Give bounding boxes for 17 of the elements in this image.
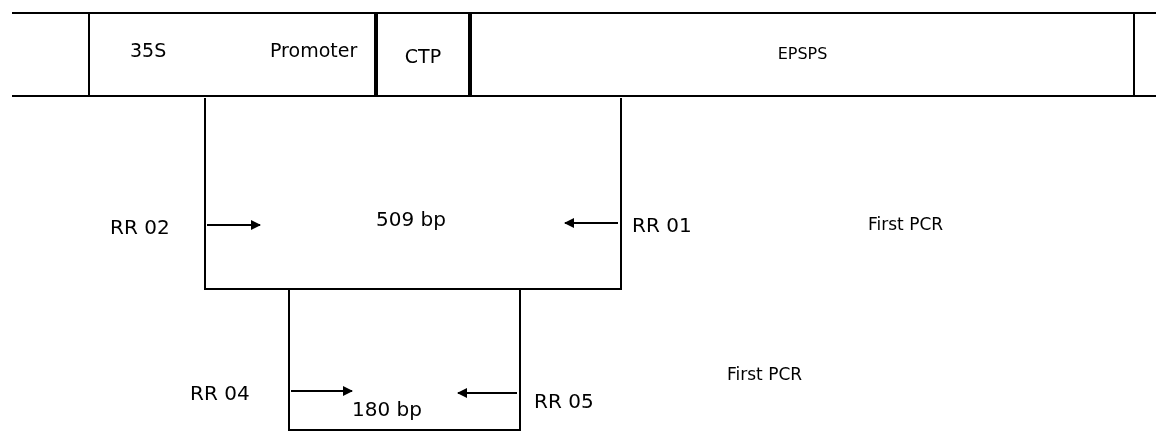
amplicon-size: 180 bp: [352, 396, 422, 423]
segment-label: Promoter: [270, 38, 358, 63]
primer-label: First PCR: [727, 363, 803, 386]
primer-label: RR 04: [190, 380, 250, 407]
primer-label: RR 01: [632, 212, 692, 239]
segment-label: EPSPS: [777, 43, 828, 65]
amplicon-bracket: [204, 98, 622, 290]
amplicon-bracket: [288, 288, 521, 431]
segment-label: CTP: [404, 44, 442, 69]
primer-label: RR 05: [534, 388, 594, 415]
primer-label: First PCR: [868, 213, 944, 236]
segment-label: 35S: [130, 38, 167, 63]
gene-segment: [88, 12, 376, 97]
amplicon-size: 509 bp: [376, 206, 446, 233]
gene-segment: [470, 12, 1135, 97]
gene-segment: [376, 12, 470, 97]
primer-label: RR 02: [110, 214, 170, 241]
